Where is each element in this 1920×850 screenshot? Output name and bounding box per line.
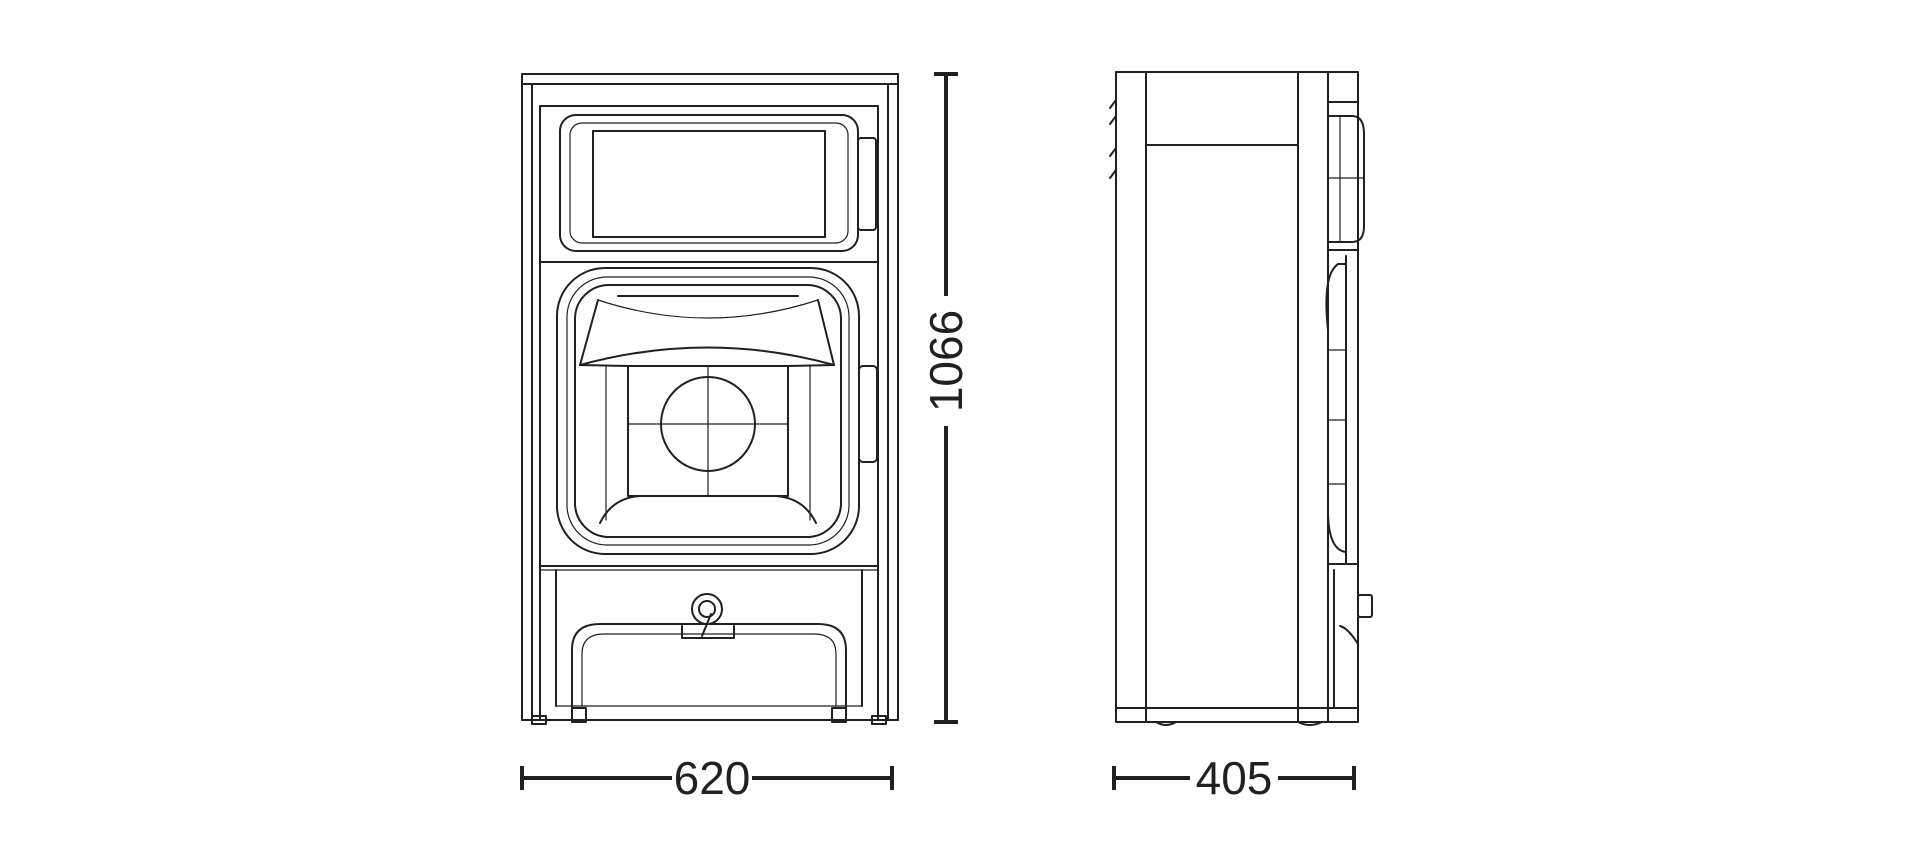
- firebox-glass: [574, 284, 842, 538]
- side-front-foot: [1297, 721, 1323, 726]
- side-ash-drawer: [1339, 625, 1359, 709]
- ash-drawer: [571, 623, 847, 709]
- air-inlet-circle: [660, 376, 756, 472]
- side-upper-door: [1327, 115, 1365, 243]
- side-control-knob: [1357, 594, 1373, 618]
- side-view: [1109, 71, 1373, 726]
- side-rear-foot: [1155, 721, 1177, 726]
- front-view: [521, 73, 899, 725]
- firebox-door-handle: [858, 365, 878, 463]
- upper-door-hinge: [857, 137, 877, 231]
- dimension-lines: 620 405 1066: [520, 72, 1356, 804]
- side-main-door: [1325, 263, 1347, 553]
- upper-door-frame: [559, 114, 859, 252]
- width-label: 620: [674, 752, 751, 804]
- height-label: 1066: [920, 310, 972, 412]
- width-dimension: 620: [520, 752, 894, 804]
- front-upper-panel: [539, 105, 879, 263]
- firebox-floor: [599, 495, 817, 524]
- height-dimension: 1066: [920, 72, 972, 724]
- depth-label: 405: [1196, 752, 1273, 804]
- air-control-knob: [691, 593, 723, 625]
- side-outer-body: [1115, 71, 1359, 723]
- depth-dimension: 405: [1112, 752, 1356, 804]
- front-firebox-panel: [539, 261, 879, 567]
- drawer-handle-plate: [681, 625, 735, 639]
- upper-glass-window: [592, 130, 826, 238]
- air-control-lever: [701, 613, 712, 637]
